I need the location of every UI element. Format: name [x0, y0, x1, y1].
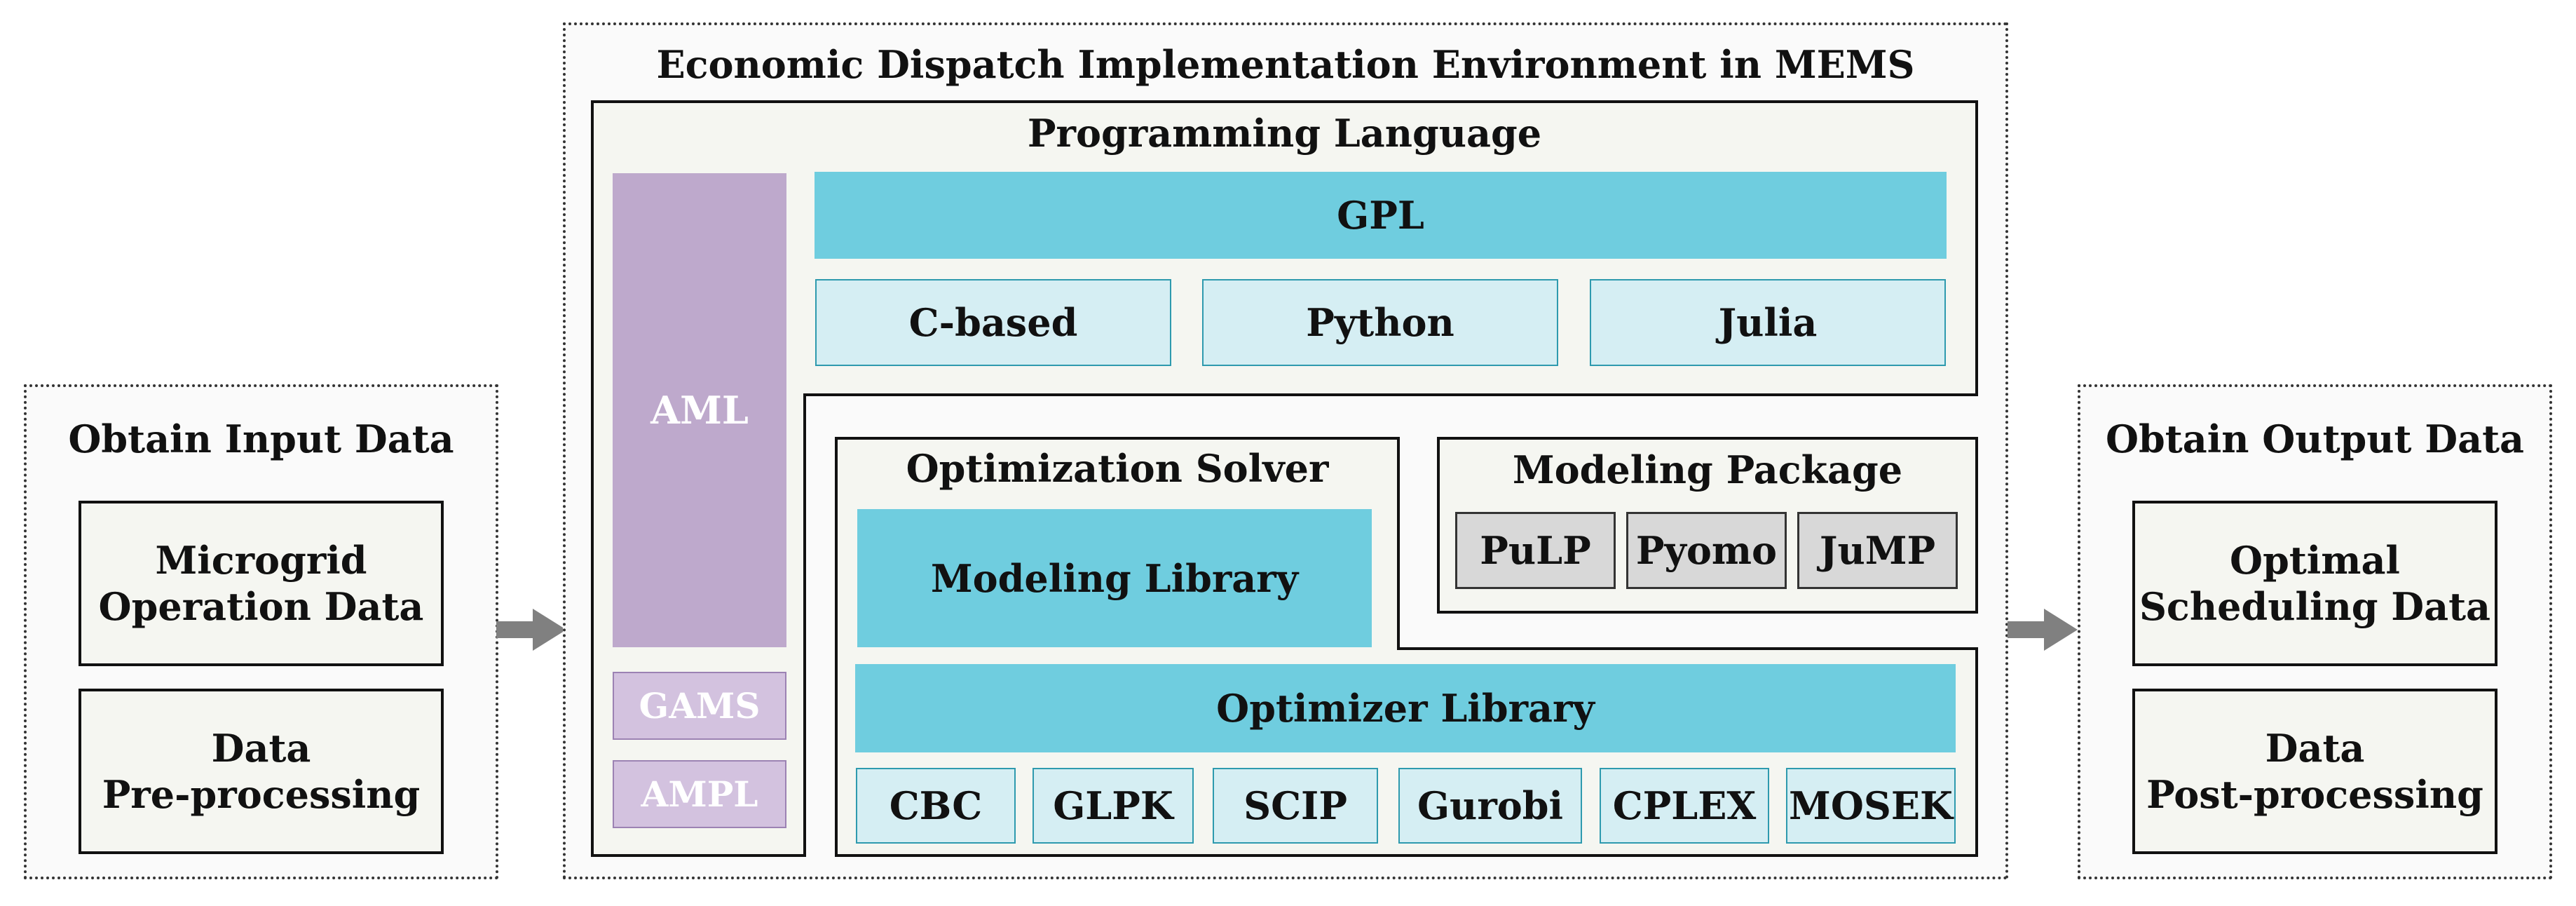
data-preprocessing-box: Data Pre-processing: [79, 689, 444, 854]
modeling-library-block: Modeling Library: [857, 509, 1372, 647]
package-jump: JuMP: [1797, 512, 1958, 589]
optimizer-cbc: CBC: [856, 768, 1016, 844]
data-postprocessing-box: Data Post-processing: [2132, 689, 2497, 854]
optimal-scheduling-data-box: Optimal Scheduling Data: [2132, 501, 2497, 666]
package-pyomo: Pyomo: [1626, 512, 1787, 589]
gams-item: GAMS: [613, 672, 786, 740]
optimizer-gurobi: Gurobi: [1398, 768, 1582, 844]
optimizer-library-block: Optimizer Library: [855, 664, 1956, 752]
ampl-item: AMPL: [613, 760, 786, 828]
python-item: Python: [1202, 279, 1558, 366]
input-data-title: Obtain Input Data: [68, 417, 454, 461]
julia-item: Julia: [1590, 279, 1946, 366]
arrow-right-icon: [496, 609, 566, 651]
microgrid-operation-data-box: Microgrid Operation Data: [79, 501, 444, 666]
package-pulp: PuLP: [1455, 512, 1616, 589]
output-data-title: Obtain Output Data: [2105, 417, 2525, 461]
input-data-panel: Obtain Input Data Microgrid Operation Da…: [24, 384, 498, 879]
c-based-item: C-based: [815, 279, 1171, 366]
optimizer-mosek: MOSEK: [1786, 768, 1956, 844]
gpl-block: GPL: [815, 172, 1947, 259]
modeling-package-title: Modeling Package: [1512, 447, 1903, 492]
output-data-panel: Obtain Output Data Optimal Scheduling Da…: [2078, 384, 2552, 879]
optimizer-cplex: CPLEX: [1600, 768, 1769, 844]
optimizer-scip: SCIP: [1213, 768, 1378, 844]
programming-language-title: Programming Language: [1027, 111, 1542, 156]
arrow-right-icon: [2008, 609, 2078, 651]
mems-environment-title: Economic Dispatch Implementation Environ…: [656, 42, 1915, 87]
aml-block: AML: [613, 173, 786, 647]
optimization-solver-title: Optimization Solver: [906, 446, 1329, 491]
optimizer-glpk: GLPK: [1033, 768, 1194, 844]
